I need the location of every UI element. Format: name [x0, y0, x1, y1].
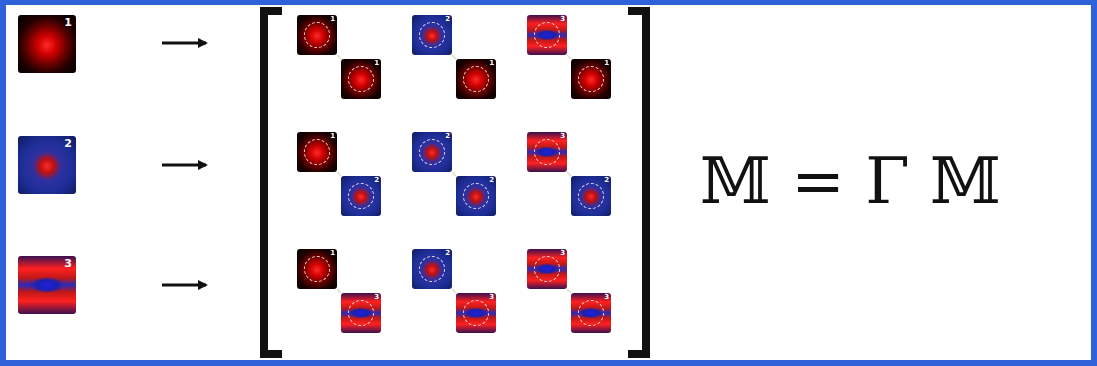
- product-image: 3: [527, 132, 567, 172]
- product-image: 2: [571, 176, 611, 216]
- product-image: 1: [571, 59, 611, 99]
- product-image: 2: [341, 176, 381, 216]
- product-image: 2: [456, 176, 496, 216]
- image-number: 3: [560, 250, 565, 257]
- pair-link: [567, 289, 571, 293]
- map-arrows: [162, 43, 206, 285]
- product-image: 1: [297, 15, 337, 55]
- image-number: 3: [374, 294, 379, 301]
- dashed-ring: [304, 256, 330, 282]
- dashed-ring: [419, 256, 445, 282]
- product-image: 3: [571, 293, 611, 333]
- image-number: 3: [560, 133, 565, 140]
- basis-image: 2: [18, 136, 76, 194]
- dashed-ring: [534, 22, 560, 48]
- dashed-ring: [304, 22, 330, 48]
- image-number: 2: [489, 177, 494, 184]
- image-number: 1: [604, 60, 609, 67]
- image-number: 1: [64, 17, 72, 28]
- dashed-ring: [578, 183, 604, 209]
- dashed-ring: [463, 66, 489, 92]
- dashed-ring: [578, 300, 604, 326]
- dashed-ring: [348, 183, 374, 209]
- dashed-ring: [348, 66, 374, 92]
- arrow: [162, 42, 206, 45]
- pair-link: [452, 289, 456, 293]
- image-number: 1: [330, 16, 335, 23]
- product-image: 3: [456, 293, 496, 333]
- basis-image: 3: [18, 256, 76, 314]
- image-number: 2: [64, 138, 72, 149]
- image-number: 2: [445, 250, 450, 257]
- dashed-ring: [419, 139, 445, 165]
- image-number: 3: [560, 16, 565, 23]
- pair-link: [452, 172, 456, 176]
- image-number: 3: [604, 294, 609, 301]
- image-number: 2: [445, 133, 450, 140]
- product-image: 3: [341, 293, 381, 333]
- right-bracket: [628, 11, 646, 354]
- pair-link: [337, 55, 341, 59]
- dashed-ring: [463, 183, 489, 209]
- pair-link: [337, 289, 341, 293]
- image-number: 1: [489, 60, 494, 67]
- image-number: 1: [330, 133, 335, 140]
- product-image: 2: [412, 249, 452, 289]
- product-image: 1: [297, 132, 337, 172]
- image-number: 3: [64, 258, 72, 269]
- canvas: 1 2 3 1 1 2 1 3 1 1 2 2 2 3 2 1 3 2 3 3 3 𝕄 = Γ 𝕄: [6, 5, 1091, 360]
- image-number: 2: [604, 177, 609, 184]
- dashed-ring: [419, 22, 445, 48]
- dashed-ring: [534, 139, 560, 165]
- pair-link: [337, 172, 341, 176]
- image-number: 1: [374, 60, 379, 67]
- dashed-ring: [534, 256, 560, 282]
- pair-link: [567, 55, 571, 59]
- image-number: 3: [489, 294, 494, 301]
- product-image: 3: [527, 15, 567, 55]
- product-image: 3: [527, 249, 567, 289]
- pair-link: [567, 172, 571, 176]
- dashed-ring: [348, 300, 374, 326]
- image-number: 2: [374, 177, 379, 184]
- dashed-ring: [578, 66, 604, 92]
- product-image: 2: [412, 15, 452, 55]
- image-number: 1: [330, 250, 335, 257]
- product-image: 2: [412, 132, 452, 172]
- dashed-ring: [304, 139, 330, 165]
- image-number: 2: [445, 16, 450, 23]
- left-bracket: [264, 11, 282, 354]
- product-image: 1: [297, 249, 337, 289]
- basis-image: 1: [18, 15, 76, 73]
- arrow: [162, 284, 206, 287]
- equation: 𝕄 = Γ 𝕄: [700, 149, 1001, 213]
- product-image: 1: [341, 59, 381, 99]
- dashed-ring: [463, 300, 489, 326]
- arrow: [162, 164, 206, 167]
- pair-link: [452, 55, 456, 59]
- product-image: 1: [456, 59, 496, 99]
